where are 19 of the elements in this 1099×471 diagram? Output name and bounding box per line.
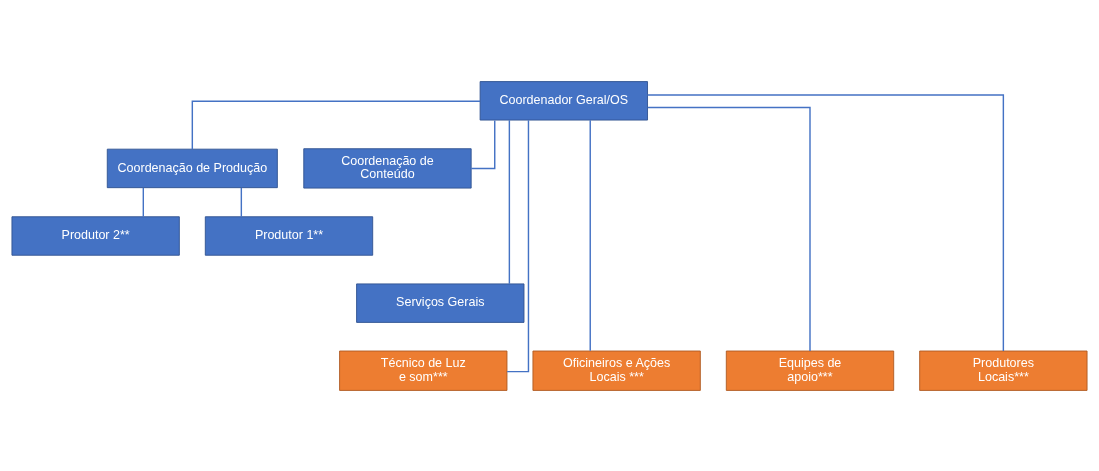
connector: [142, 186, 145, 217]
node-box: Coordenador Geral/OS: [479, 80, 648, 120]
connector: [508, 119, 511, 284]
connector: [191, 100, 481, 150]
node-box: Produtores Locais***: [919, 350, 1088, 391]
connector: [647, 106, 811, 352]
connector: [646, 93, 1005, 352]
node-box: Produtor 2**: [11, 215, 180, 256]
node-box: Técnico de Luz e som***: [339, 350, 508, 391]
connector: [240, 186, 243, 217]
node-box: Coordenação de Produção: [106, 148, 278, 188]
connector: [589, 119, 591, 351]
node-box: Serviços Gerais: [356, 282, 525, 323]
node-box: Coordenação de Conteúdo: [303, 147, 472, 189]
connector: [506, 119, 530, 372]
node-box: Oficineiros e Ações Locais ***: [532, 350, 701, 391]
node-box: Equipes de apoio***: [725, 350, 895, 391]
node-box: Produtor 1**: [204, 215, 374, 256]
connector: [470, 119, 496, 169]
